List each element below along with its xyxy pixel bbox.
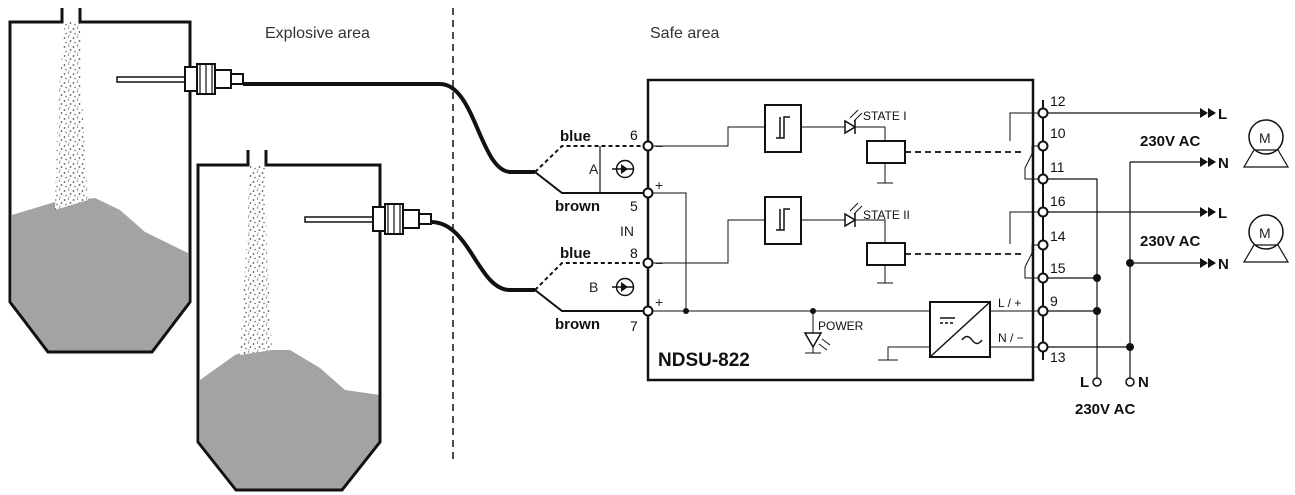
terminal-circles-right [1037,107,1049,353]
terminal-12: 12 [1050,93,1066,109]
terminal-10: 10 [1050,125,1066,141]
terminal-7: 7 [630,318,638,334]
led-state-2-icon [844,202,863,228]
terminal-6: 6 [630,127,638,143]
voltage-label-2: 230V AC [1140,233,1200,250]
safe-area-label: Safe area [650,25,719,42]
output-l2-label: L [1218,205,1227,222]
current-source-b [612,277,635,297]
probe-sensor-a [116,63,244,95]
power-label: POWER [818,319,864,333]
probe-sensor-b [304,203,432,235]
state-2-label: STATE II [863,208,910,222]
supply-n-label: N [1138,374,1149,391]
terminal-13: 13 [1050,349,1066,365]
supply-l-terminal [1092,377,1102,387]
device-model-label: NDSU-822 [658,350,750,371]
current-source-a [599,146,635,193]
output-l1-label: L [1218,106,1227,123]
terminal-15: 15 [1050,260,1066,276]
relay-coil-2 [866,242,906,266]
wire-label-blue-a: blue [560,128,591,145]
power-supply-block [929,301,991,358]
device-housing [646,78,1035,382]
wire-split-b [534,262,645,312]
junction-dots-external [1093,259,1134,351]
external-wiring [1047,112,1200,378]
comparator-a [764,104,802,153]
input-label: IN [620,223,634,239]
internal-wiring [645,126,1043,361]
state-1-label: STATE I [863,109,907,123]
wire-label-blue-b: blue [560,245,591,262]
terminal-circles-left [642,140,654,317]
cable-a [243,82,535,174]
explosive-area-label: Explosive area [265,25,370,42]
terminal-14: 14 [1050,228,1066,244]
terminal-8: 8 [630,245,638,261]
polarity-plus-b: + [655,294,663,310]
terminal-11: 11 [1050,159,1065,175]
relay-coil-1 [866,140,906,164]
motor-1-label: M [1259,130,1271,146]
cable-b [430,220,535,292]
junction-power-led [810,308,816,314]
output-arrow-icons [1200,108,1216,268]
supply-n-terminal [1125,377,1135,387]
silo-1 [8,8,192,354]
voltage-label-1: 230V AC [1140,133,1200,150]
motor-2-icon [1242,214,1290,263]
wire-split-a [534,145,645,194]
output-n2-label: N [1218,256,1229,273]
channel-label-a: A [589,161,599,177]
output-n1-label: N [1218,155,1229,172]
nminus-label: N / − [998,331,1024,345]
terminal-16: 16 [1050,193,1066,209]
comparator-b [764,196,802,245]
channel-label-b: B [589,279,598,295]
terminal-9: 9 [1050,293,1058,309]
terminal-5: 5 [630,198,638,214]
polarity-plus-a: + [655,177,663,193]
silo-2 [196,150,382,492]
supply-voltage-label: 230V AC [1075,401,1135,418]
lplus-label: L / + [998,296,1021,310]
motor-1-icon [1242,119,1290,168]
supply-l-label: L [1080,374,1089,391]
power-led-icon [803,332,831,351]
led-state-1-icon [844,109,863,135]
wire-label-brown-b: brown [555,316,600,333]
junction-bus [683,308,689,314]
wire-label-brown-a: brown [555,198,600,215]
motor-2-label: M [1259,225,1271,241]
